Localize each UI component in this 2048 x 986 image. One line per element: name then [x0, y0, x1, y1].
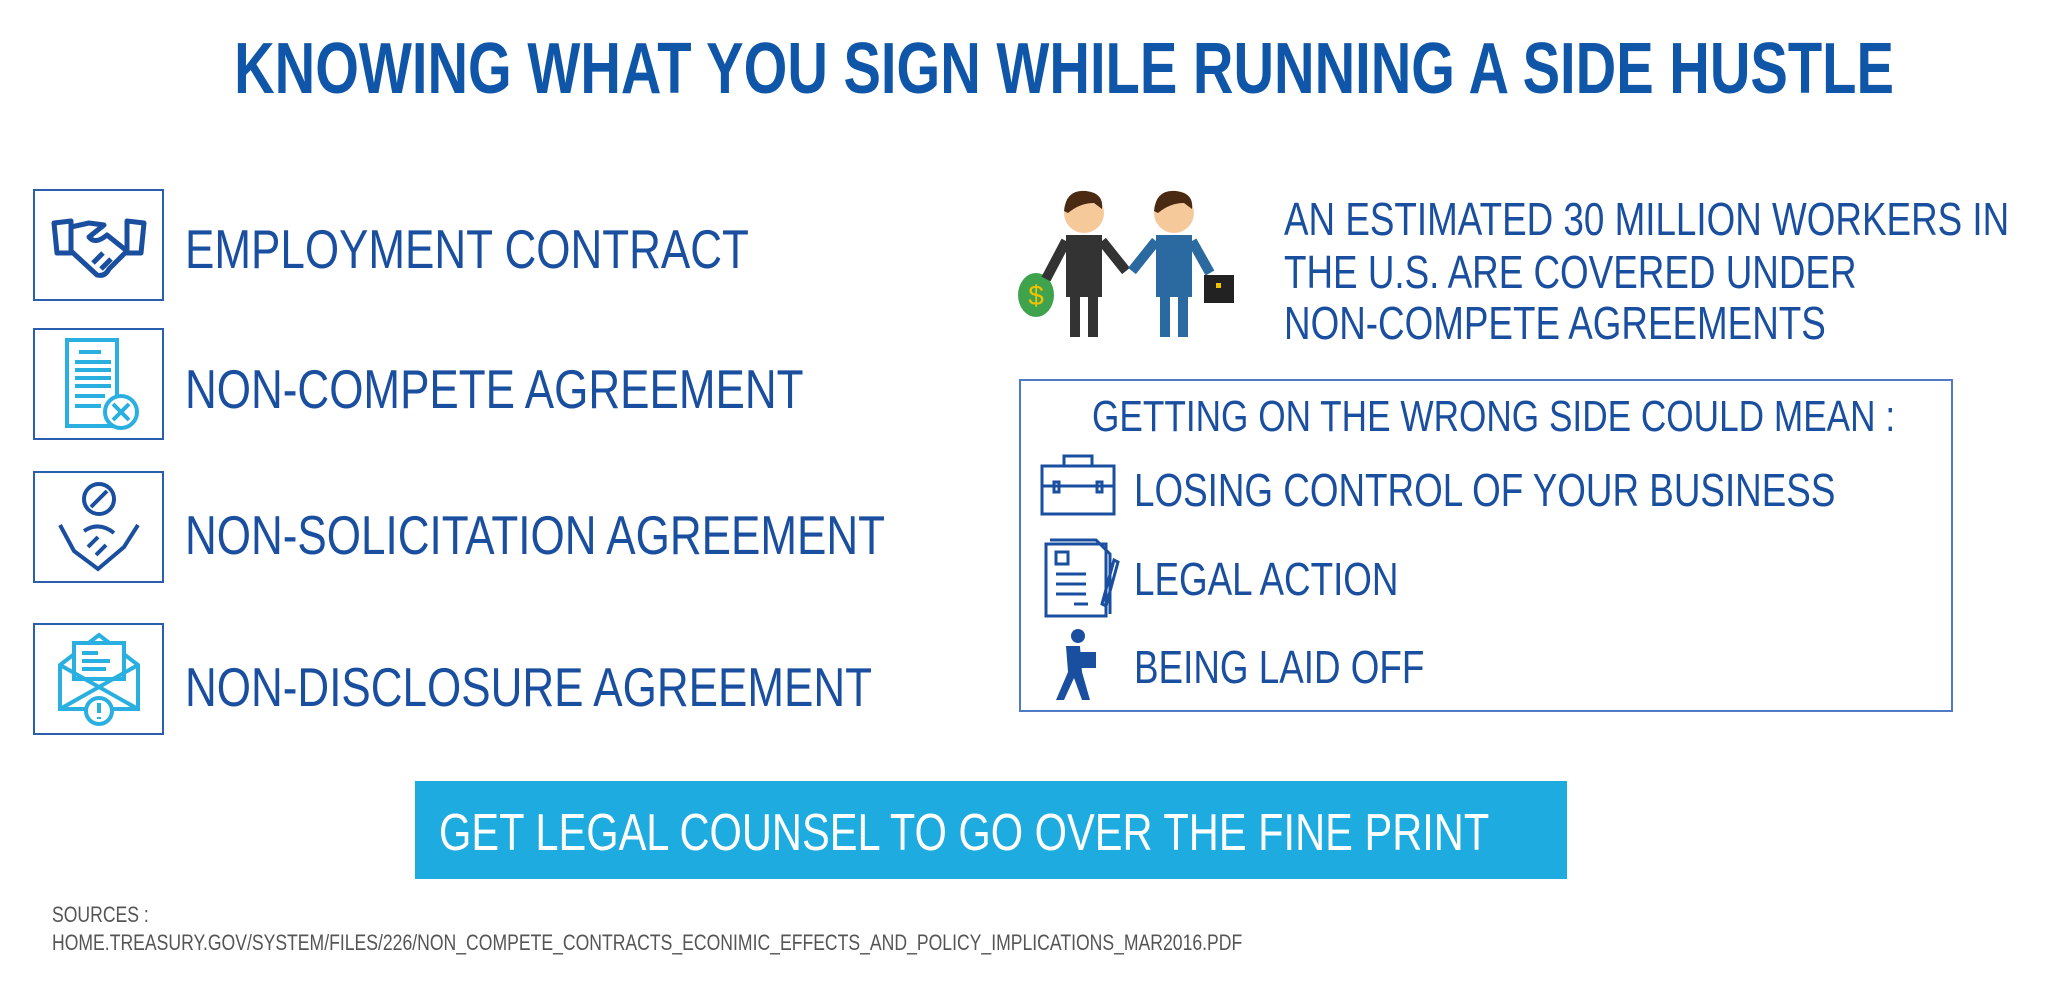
document-x-icon — [64, 338, 139, 430]
contract-icon-box — [33, 189, 164, 301]
sources-label: SOURCES : — [52, 902, 149, 927]
contract-icon-box — [33, 328, 164, 440]
contract-item-label: NON-COMPETE AGREEMENT — [185, 358, 804, 420]
briefcase-icon — [1040, 454, 1116, 516]
briefcase-illustration-icon — [1204, 275, 1234, 303]
consequences-box — [1019, 379, 1953, 712]
contract-item-label: NON-SOLICITATION AGREEMENT — [185, 504, 885, 566]
cta-banner: GET LEGAL COUNSEL TO GO OVER THE FINE PR… — [415, 781, 1567, 879]
consequence-item-label: BEING LAID OFF — [1134, 641, 1425, 693]
consequences-heading: GETTING ON THE WRONG SIDE COULD MEAN : — [1092, 392, 1896, 441]
envelope-alert-icon — [57, 632, 140, 726]
contract-icon-box — [33, 471, 164, 583]
svg-text:$: $ — [1028, 280, 1044, 311]
no-solicit-handshake-icon — [57, 482, 140, 572]
stat-line: AN ESTIMATED 30 MILLION WORKERS IN — [1284, 193, 2010, 245]
contract-item-label: NON-DISCLOSURE AGREEMENT — [185, 656, 872, 718]
businessmen-handshake-illustration: $ — [1018, 190, 1234, 337]
person-carrying-box-icon — [1056, 629, 1096, 700]
sources-url: HOME.TREASURY.GOV/SYSTEM/FILES/226/NON_C… — [52, 930, 1243, 955]
consequence-item-label: LEGAL ACTION — [1134, 553, 1399, 605]
contract-item-label: EMPLOYMENT CONTRACT — [185, 218, 749, 280]
stat-line: THE U.S. ARE COVERED UNDER — [1284, 246, 1857, 298]
consequence-item-label: LOSING CONTROL OF YOUR BUSINESS — [1134, 464, 1836, 516]
money-bag-icon: $ — [1018, 273, 1054, 317]
legal-document-icon — [1044, 538, 1120, 618]
stat-line: NON-COMPETE AGREEMENTS — [1284, 297, 1826, 349]
handshake-icon — [51, 218, 146, 278]
contract-icon-box — [33, 623, 164, 735]
page-title: KNOWING WHAT YOU SIGN WHILE RUNNING A SI… — [234, 29, 1894, 109]
